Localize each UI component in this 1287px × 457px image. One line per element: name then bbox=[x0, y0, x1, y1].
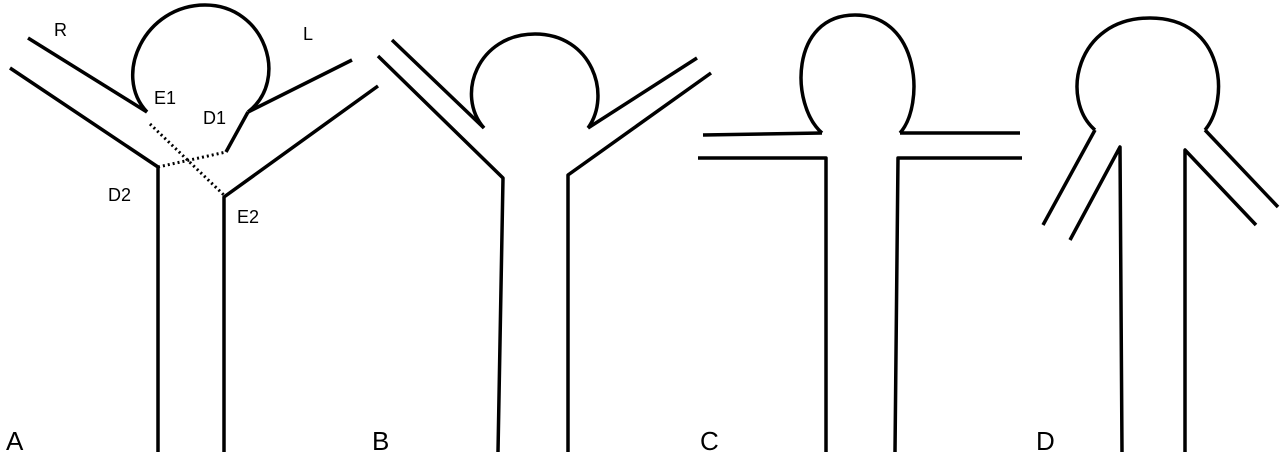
panel-label-a: A bbox=[6, 426, 24, 456]
panel-label-d: D bbox=[1036, 426, 1055, 456]
panel-label-b: B bbox=[372, 426, 389, 456]
panel-c-left-outer-wall bbox=[698, 158, 826, 452]
panel-c-right-outer-wall bbox=[895, 158, 1022, 452]
panel-a-incision-d2-d1 bbox=[158, 152, 226, 167]
label-d2: D2 bbox=[108, 185, 131, 205]
panel-a-d1-stub bbox=[226, 112, 248, 152]
panel-a-right-inner-wall bbox=[248, 60, 352, 112]
panel-a: R L E1 D1 D2 E2 A bbox=[6, 5, 378, 456]
label-r: R bbox=[54, 20, 67, 40]
panel-b-loop bbox=[471, 34, 598, 128]
label-l: L bbox=[303, 24, 313, 44]
panel-b-left-outer-wall bbox=[378, 56, 503, 452]
panel-c-left-inner-wall bbox=[703, 133, 822, 135]
panel-c: C bbox=[698, 15, 1022, 456]
panel-d-right-outer-wall bbox=[1185, 150, 1256, 452]
panel-b-right-outer-wall bbox=[568, 73, 711, 452]
panel-b: B bbox=[372, 34, 711, 456]
panel-label-c: C bbox=[700, 426, 719, 456]
panel-d-right-inner-wall bbox=[1205, 130, 1278, 207]
panel-a-left-inner-wall bbox=[28, 38, 147, 112]
label-e1: E1 bbox=[154, 88, 176, 108]
panel-a-right-outer-wall bbox=[224, 86, 378, 452]
panel-d: D bbox=[1036, 18, 1278, 456]
panel-c-loop bbox=[801, 15, 914, 133]
label-e2: E2 bbox=[237, 207, 259, 227]
panel-d-left-outer-wall bbox=[1070, 147, 1122, 452]
label-d1: D1 bbox=[203, 108, 226, 128]
panel-d-loop bbox=[1077, 18, 1218, 130]
panel-a-left-outer-wall bbox=[10, 68, 158, 452]
